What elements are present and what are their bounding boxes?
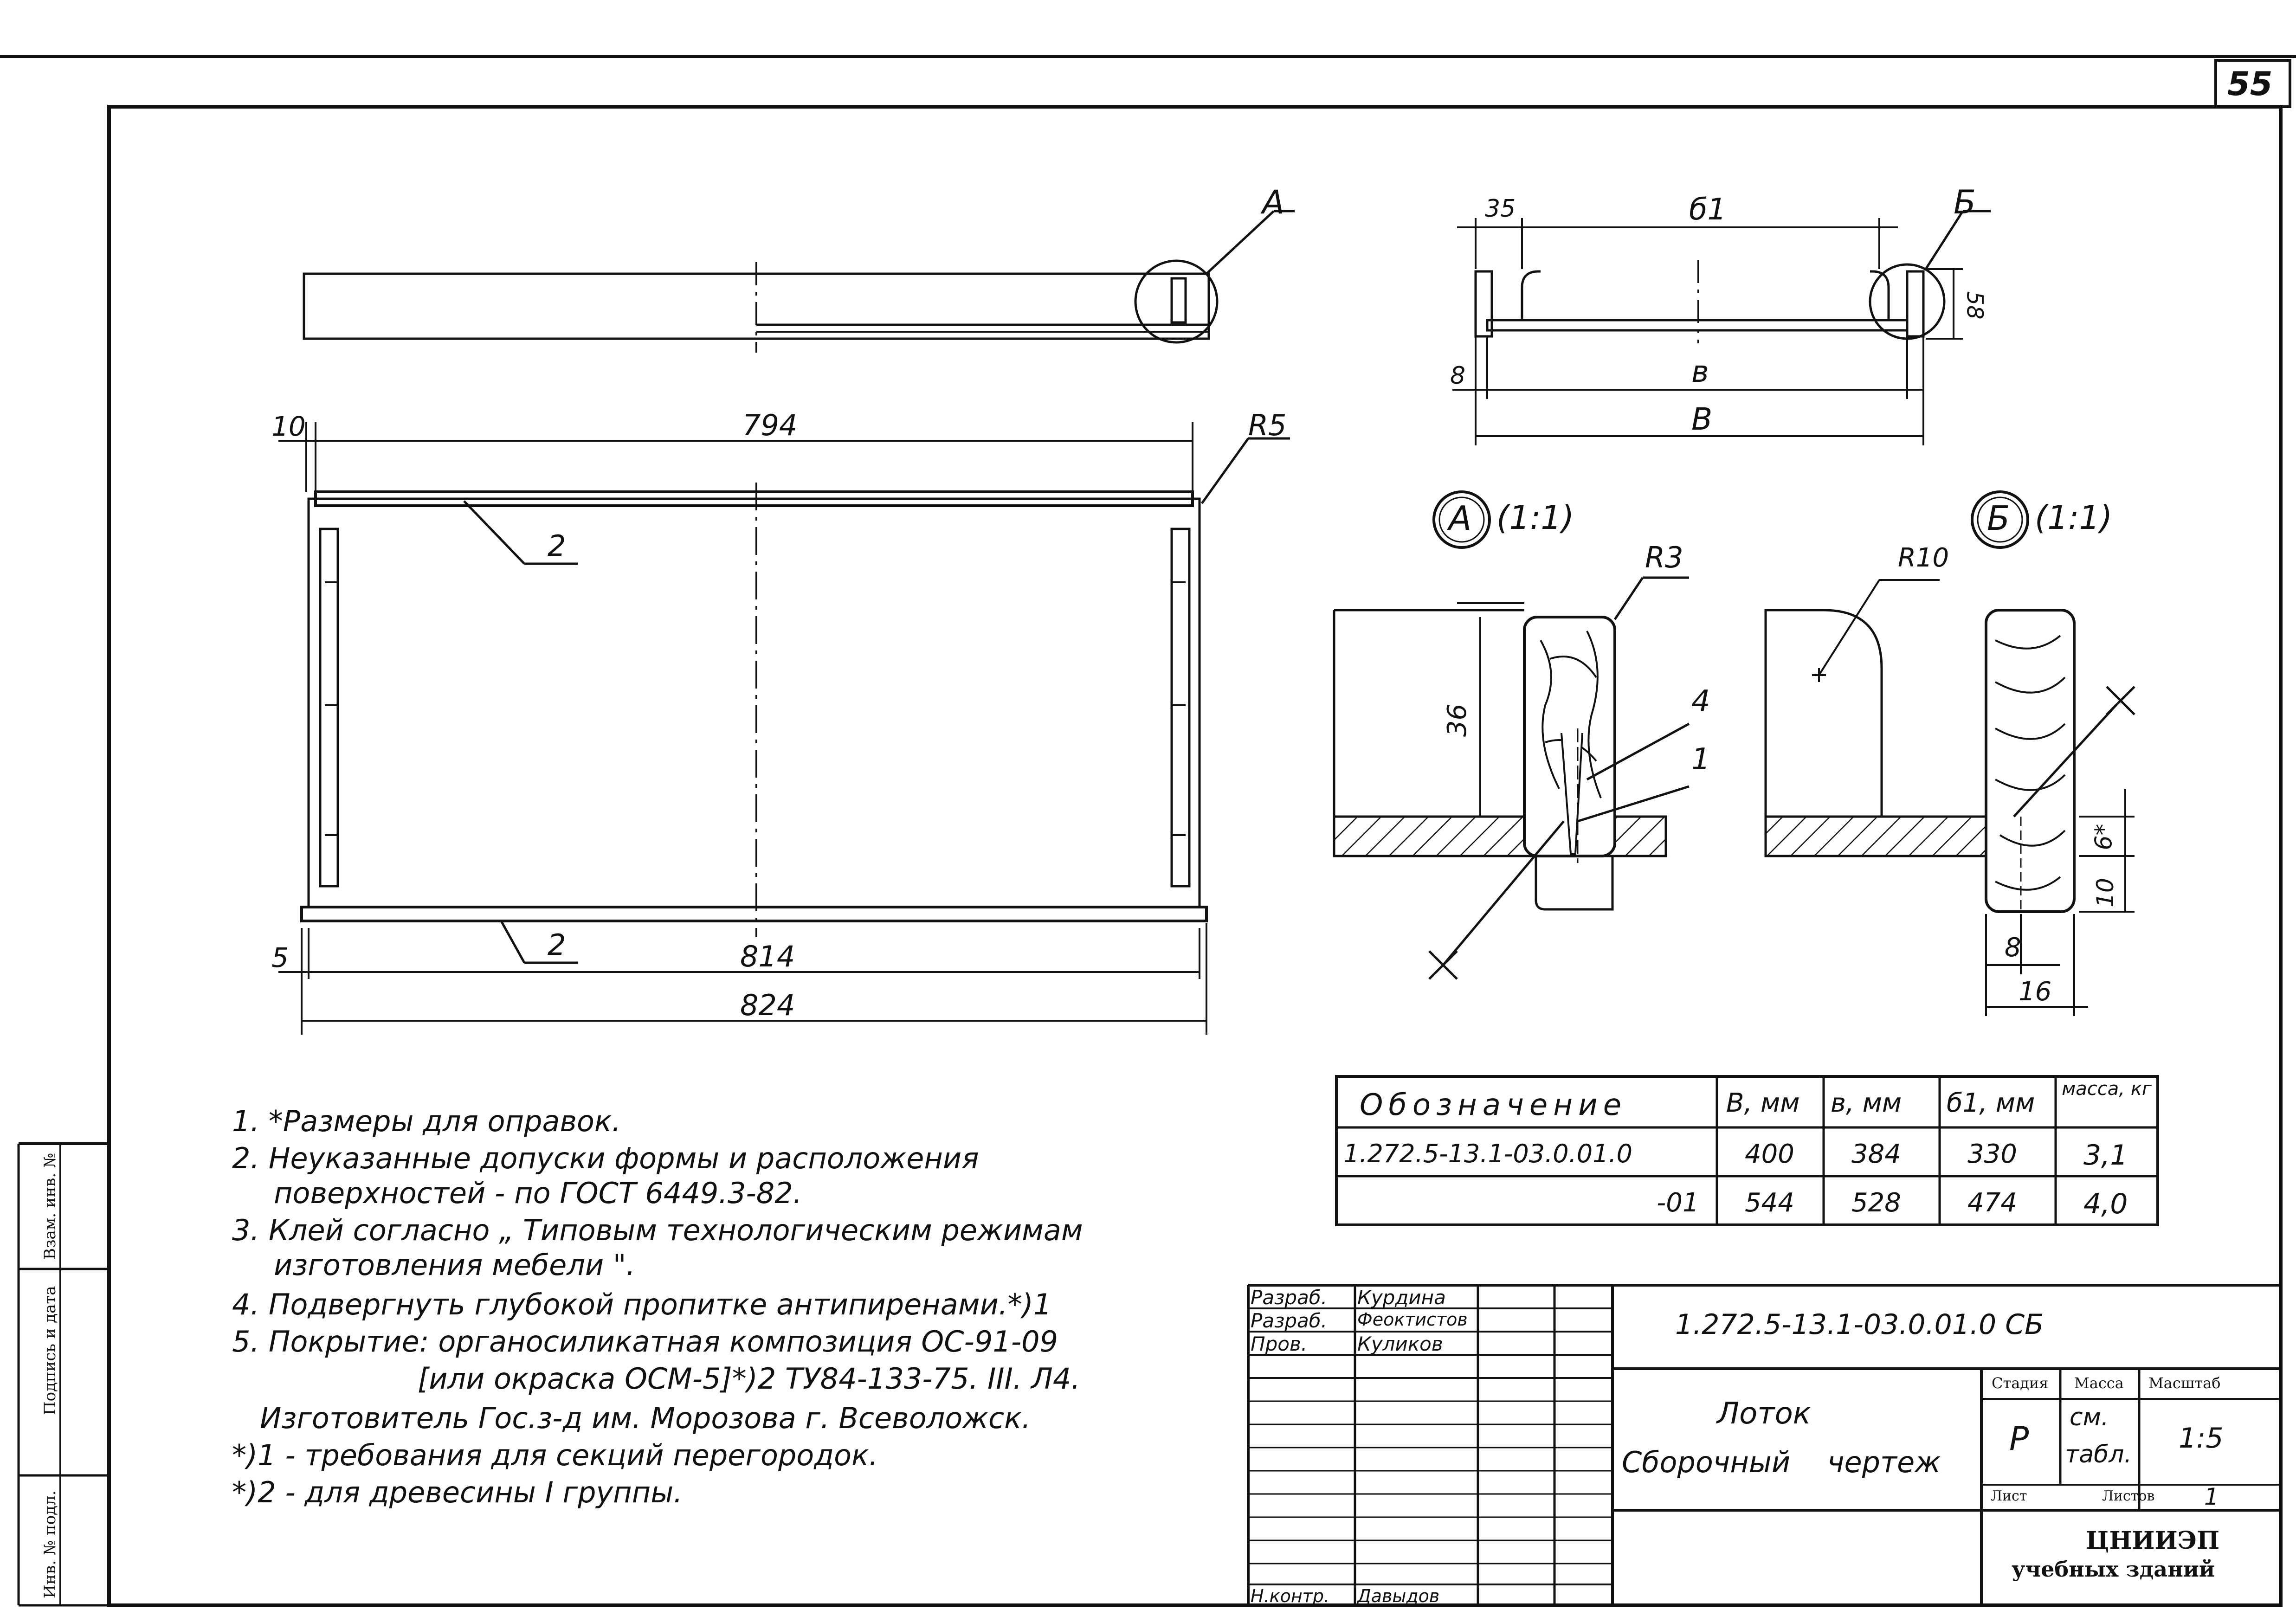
page-number-box — [2214, 59, 2291, 108]
spec-header-B: В, мм — [1726, 1088, 1800, 1118]
detail-b-scale: (1:1) — [2035, 499, 2113, 537]
spec-header-b: в, мм — [1831, 1088, 1902, 1118]
frame-border — [107, 105, 2283, 1607]
spec-header-mass: масса, кг — [2062, 1078, 2152, 1100]
detail-b-view — [1764, 490, 2135, 1016]
dim-detail-b-w2: 16 — [2019, 977, 2052, 1007]
page-number: 55 — [2227, 65, 2273, 103]
spec-cell: 474 — [1967, 1188, 2017, 1218]
detail-a-scale: (1:1) — [1496, 499, 1574, 537]
side-stamp-strip — [17, 1142, 109, 1607]
dim-plan-length: 794 — [742, 408, 798, 442]
note-line: изготовления мебели ". — [274, 1248, 636, 1282]
note-line: 3. Клей согласно „ Типовым технологическ… — [232, 1213, 1083, 1247]
part-label-1: 1 — [1691, 742, 1710, 777]
dim-section-B: В — [1691, 401, 1713, 437]
tb-name-line1: Лоток — [1717, 1397, 1811, 1431]
tb-name-line2: Сборочный чертеж — [1622, 1445, 1941, 1479]
note-line: *)2 - для древесины I группы. — [232, 1475, 683, 1509]
tb-sheets-label: Листов — [2102, 1488, 2155, 1504]
plan-view — [278, 422, 1290, 1035]
note-line: 5. Покрытие: органосиликатная композиция… — [232, 1325, 1058, 1358]
tb-name: Феоктистов — [1357, 1309, 1468, 1330]
note-line: поверхностей - по ГОСТ 6449.3-82. — [274, 1176, 802, 1210]
dim-detail-b-w1: 8 — [2005, 933, 2021, 963]
spec-cell: 400 — [1745, 1139, 1794, 1169]
dim-detail-b-h1: 6* — [2090, 824, 2117, 850]
section-view — [1452, 210, 1991, 445]
tb-org-line1: ЦНИИЭП — [2086, 1526, 2220, 1555]
dim-overall-length: 824 — [740, 988, 795, 1022]
dim-section-b1: б1 — [1689, 193, 1727, 227]
dim-section-offset: 8 — [1450, 362, 1466, 390]
side-stamp-signature: Подпись и дата — [41, 1286, 59, 1416]
side-view — [303, 210, 1295, 353]
detail-a-view — [1333, 490, 1690, 980]
dim-detail-a-height: 36 — [1442, 703, 1473, 737]
part-label-4: 4 — [1691, 684, 1710, 719]
spec-cell: 544 — [1745, 1188, 1794, 1218]
note-line: Изготовитель Гос.з-д им. Морозова г. Все… — [260, 1401, 1031, 1435]
side-stamp-inventory: Инв. № подл. — [41, 1490, 59, 1598]
tb-col-stage: Стадия — [1992, 1374, 2049, 1392]
part-label-bottom-rail: 2 — [548, 928, 566, 962]
tb-stage-value: Р — [2009, 1420, 2029, 1458]
tb-scale-value: 1:5 — [2179, 1422, 2224, 1455]
note-line: 2. Неуказанные допуски формы и расположе… — [232, 1141, 979, 1175]
spec-cell: 4,0 — [2083, 1188, 2128, 1220]
tb-col-scale: Масштаб — [2148, 1374, 2221, 1392]
tb-document-code: 1.272.5-13.1-03.0.01.0 СБ — [1675, 1308, 2044, 1341]
note-line: [или окраска ОСМ-5]*)2 ТУ84-133-75. III.… — [418, 1362, 1080, 1396]
spec-cell: 330 — [1967, 1139, 2017, 1169]
callout-a-label: А — [1262, 183, 1284, 221]
callout-b-label: Б — [1954, 183, 1976, 221]
tb-role: Разраб. — [1251, 1286, 1328, 1309]
spec-header-designation: Обозначение — [1360, 1088, 1627, 1122]
note-line: *)1 - требования для секций перегородок. — [232, 1438, 878, 1472]
detail-b-label: Б — [1987, 499, 2010, 538]
note-line: 1. *Размеры для оправок. — [232, 1104, 621, 1138]
tb-name: Курдина — [1357, 1286, 1446, 1309]
dim-plan-radius: R5 — [1248, 408, 1287, 442]
spec-table-grid — [1335, 1075, 2159, 1226]
tb-org-line2: учебных зданий — [2012, 1557, 2215, 1582]
spec-cell: 528 — [1851, 1188, 1901, 1218]
tb-name: Куликов — [1357, 1333, 1443, 1355]
dim-detail-b-radius: R10 — [1898, 543, 1949, 573]
title-block-grid — [1247, 1284, 2281, 1605]
spec-cell: -01 — [1657, 1188, 1699, 1218]
spec-cell: 384 — [1851, 1139, 1901, 1169]
tb-mass-value1: см. — [2070, 1404, 2109, 1431]
spec-header-b1: б1, мм — [1947, 1088, 2035, 1118]
tb-mass-value2: табл. — [2065, 1441, 2132, 1468]
detail-a-label: А — [1449, 499, 1472, 538]
dim-inner-length: 814 — [740, 940, 795, 973]
tb-col-mass: Масса — [2074, 1374, 2124, 1392]
dim-detail-b-h2: 10 — [2091, 878, 2119, 908]
tb-name: Давыдов — [1357, 1586, 1440, 1606]
dim-detail-a-radius: R3 — [1645, 541, 1683, 574]
dim-section-edge: 35 — [1485, 195, 1516, 223]
part-label-top-rail: 2 — [548, 529, 566, 563]
note-line: 4. Подвергнуть глубокой пропитке антипир… — [232, 1288, 1052, 1321]
dim-plan-bottom-offset: 5 — [271, 942, 289, 973]
dim-section-b: в — [1691, 355, 1709, 389]
tb-sheet-label: Лист — [1991, 1488, 2027, 1504]
spec-cell: 1.272.5-13.1-03.0.01.0 — [1343, 1139, 1632, 1168]
dim-section-height: 58 — [1961, 291, 1988, 320]
tb-role: Н.контр. — [1251, 1586, 1330, 1606]
side-stamp-replace: Взам. инв. № — [41, 1152, 59, 1260]
tb-sheets-value: 1 — [2204, 1483, 2219, 1510]
tb-role: Разраб. — [1251, 1309, 1328, 1332]
tb-role: Пров. — [1251, 1333, 1308, 1355]
spec-cell: 3,1 — [2083, 1139, 2128, 1172]
dim-plan-left-offset: 10 — [271, 411, 306, 442]
